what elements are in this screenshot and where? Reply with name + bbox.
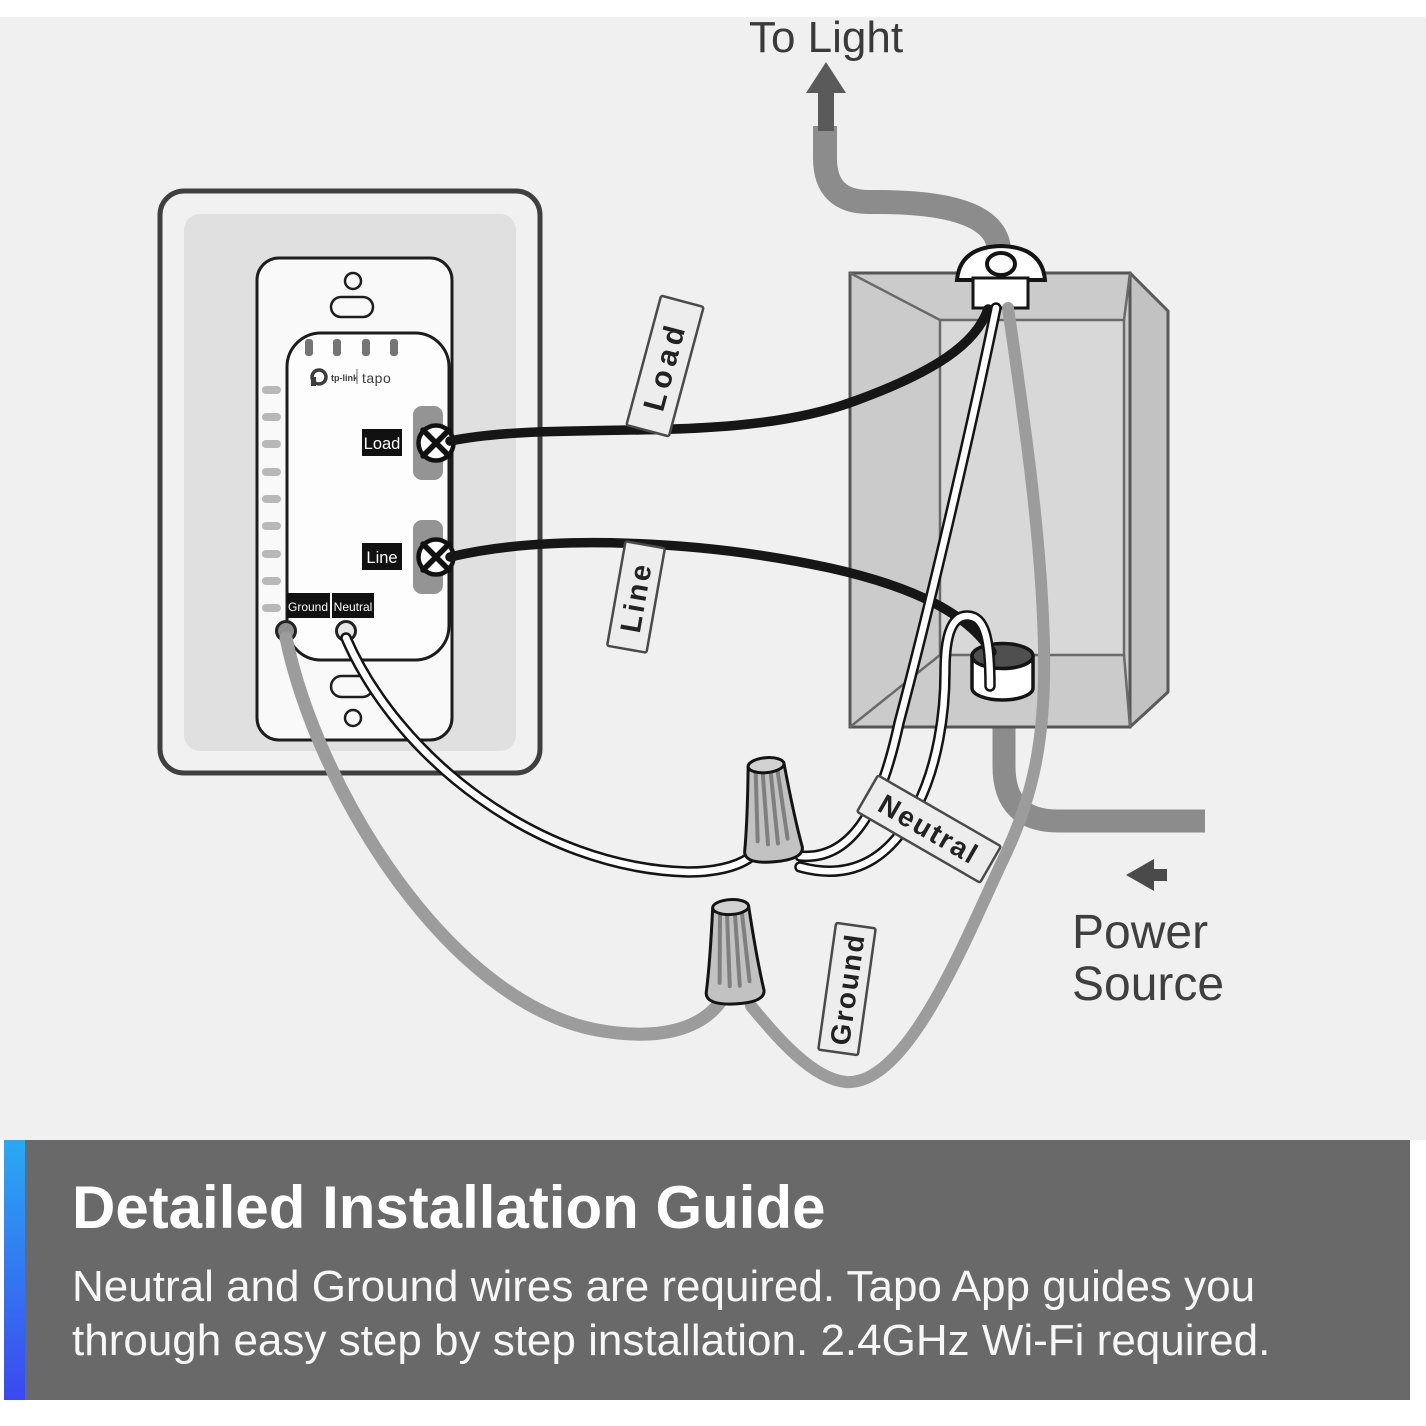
ground-terminal-chip [287, 593, 330, 618]
conduit-power-source [992, 728, 1205, 833]
ground-wire-from-switch [279, 631, 728, 1041]
box-edge [849, 271, 941, 322]
ground-wire-from-box [745, 302, 1051, 1089]
banner-body: Neutral and Ground wires are required. T… [72, 1260, 1270, 1368]
junction-box-side [1128, 271, 1170, 729]
left-arrow-icon [1126, 859, 1167, 891]
banner-accent-stripe [4, 1140, 25, 1400]
neutral-wire-nut [743, 756, 804, 864]
conduit-to-light [813, 126, 1011, 254]
ground-wire-tag: Ground [817, 921, 877, 1057]
line-wire-tag: Line [606, 540, 666, 654]
switch-module [285, 331, 451, 662]
bracket-slot-top [329, 295, 375, 319]
line-terminal-screw [416, 537, 456, 577]
neutral-terminal-chip [332, 593, 374, 618]
clamp-hole [985, 251, 1017, 277]
neutral-terminal-label: Neutral [334, 600, 373, 614]
load-terminal-label: Load [364, 435, 401, 453]
neutral-wire-power [796, 612, 994, 875]
module-top-ticks [305, 339, 398, 356]
bracket-screw-hole-bottom [343, 708, 363, 728]
junction-box [848, 271, 1170, 729]
product-name: tapo [362, 370, 391, 386]
line-terminal-chip [362, 543, 402, 570]
neutral-wire-light [796, 304, 1000, 860]
banner-title: Detailed Installation Guide [72, 1174, 826, 1241]
banner-content: Detailed Installation Guide Neutral and … [25, 1140, 1290, 1400]
up-arrow-icon [806, 62, 846, 131]
tp-link-icon-tail [311, 377, 316, 386]
power-source-label-line1: Power [1072, 906, 1208, 959]
line-terminal-label: Line [366, 549, 397, 567]
power-source-label-line2: Source [1072, 958, 1224, 1011]
banner-body-line-2: through easy step by step installation. … [72, 1316, 1271, 1365]
banner-body-line-1: Neutral and Ground wires are required. T… [72, 1262, 1256, 1311]
smart-switch: tp-link tapo Load Line Ground Neutral [157, 188, 543, 776]
box-edge [1122, 654, 1132, 728]
grommet-opening [970, 641, 1035, 671]
ground-terminal-label: Ground [288, 600, 328, 614]
to-light-label: To Light [749, 13, 903, 62]
load-terminal-chip [362, 429, 402, 456]
brand-logo: tp-link tapo [310, 368, 391, 386]
clamp-body [971, 276, 1030, 310]
bracket-screw-hole-top [343, 271, 363, 291]
box-edge [849, 654, 941, 728]
brand-name: tp-link [331, 373, 359, 383]
box-edge [1122, 272, 1132, 321]
cable-grommet [970, 641, 1035, 702]
load-wire [445, 304, 993, 446]
ground-wire-nut [704, 898, 766, 1006]
info-banner: Detailed Installation Guide Neutral and … [4, 1140, 1410, 1400]
neutral-wire-switch [342, 634, 753, 876]
line-wire [445, 537, 997, 657]
cable-clamp [954, 243, 1048, 310]
wires [279, 302, 1051, 1089]
